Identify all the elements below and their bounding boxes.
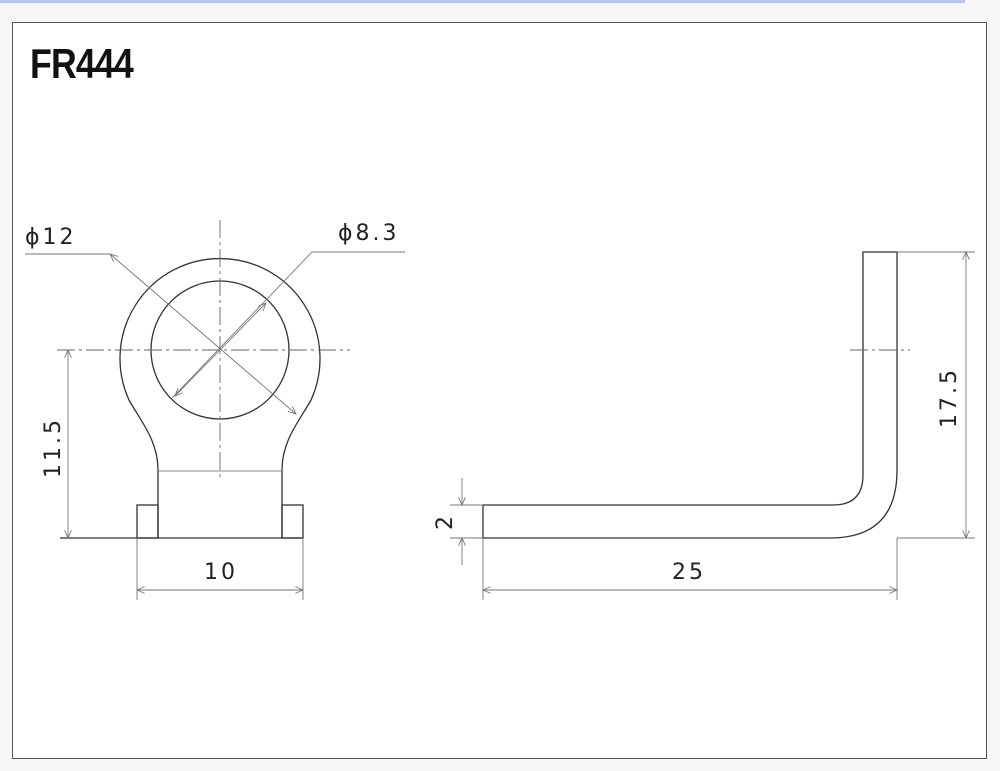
outer-diameter-label: ϕ12 bbox=[25, 225, 77, 250]
side-dimensions bbox=[450, 252, 975, 600]
length-label: 25 bbox=[672, 560, 706, 585]
thickness-label: 2 bbox=[433, 513, 458, 530]
front-centerlines bbox=[57, 220, 350, 480]
front-height-label: 11.5 bbox=[41, 417, 66, 478]
left-tab bbox=[136, 504, 159, 539]
front-view bbox=[60, 257, 321, 539]
bent-plate-outline bbox=[482, 251, 898, 539]
front-width-label: 10 bbox=[204, 560, 238, 585]
inner-diameter-label: ϕ8.3 bbox=[338, 221, 400, 246]
right-tab bbox=[281, 504, 304, 539]
side-view bbox=[482, 251, 898, 539]
front-dimensions bbox=[25, 251, 405, 600]
side-height-label: 17.5 bbox=[937, 367, 962, 428]
part-number-title: FR444 bbox=[30, 40, 134, 87]
top-accent-bar bbox=[0, 0, 965, 3]
